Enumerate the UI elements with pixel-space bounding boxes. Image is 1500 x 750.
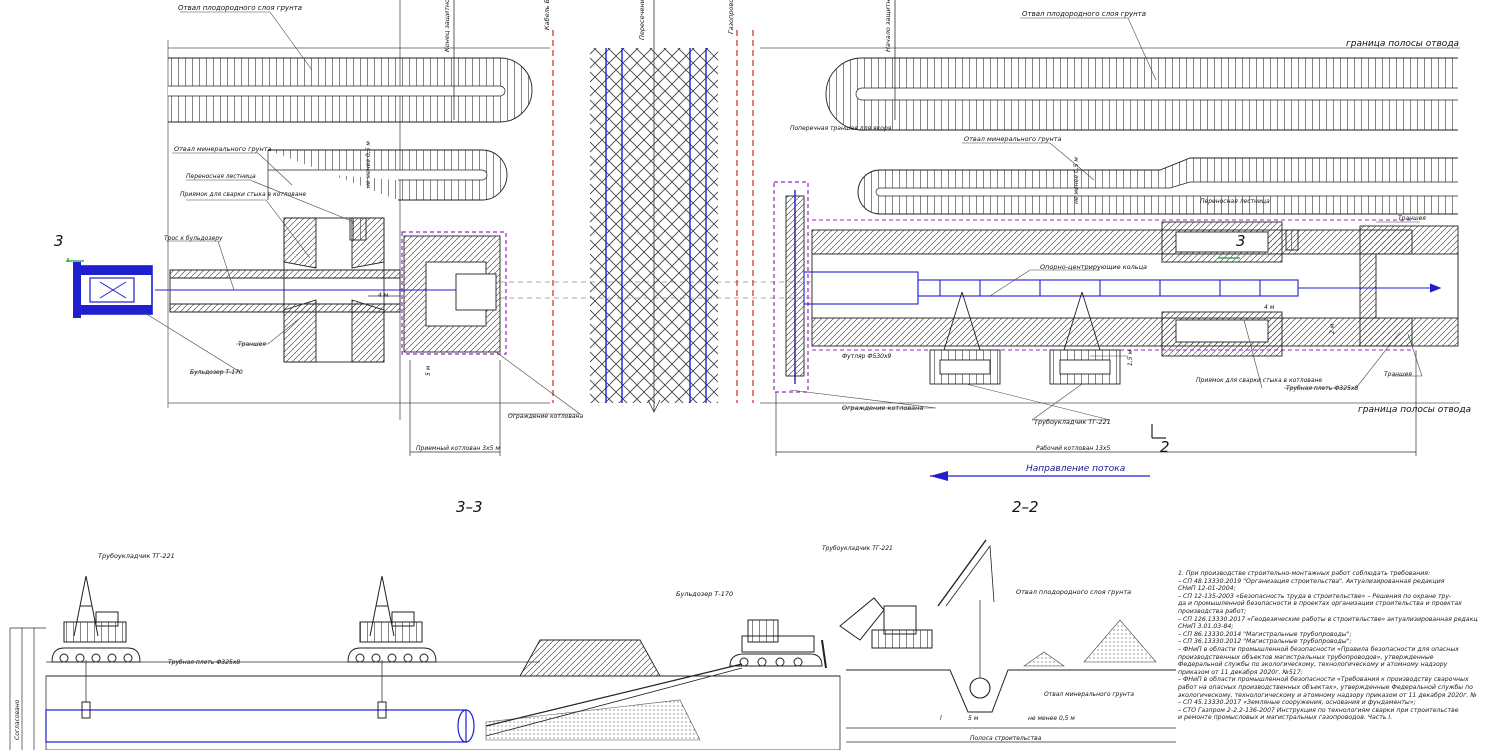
label-pit-fence-left: Ограждение котлована bbox=[508, 413, 583, 420]
note-line: СНиП 3.01.03-84; bbox=[1178, 623, 1234, 631]
label-ladder-right: Переносная лестница bbox=[1200, 198, 1270, 205]
label-crossing: Пересечение bbox=[638, 0, 646, 40]
label-gas-pipe: Газопровод bbox=[727, 0, 735, 34]
label-bulldozer-plan: Бульдозер Т-170 bbox=[190, 369, 243, 376]
label-pit-weld-left: Приямок для сварки стыка в котловане bbox=[180, 191, 306, 198]
topsoil-dump-left bbox=[168, 57, 533, 123]
label-pipe-string-33: Трубная плеть Ф325х8 bbox=[168, 659, 240, 666]
label-mark-3-left: 3 bbox=[54, 232, 64, 250]
note-line: – СП 48.13330.2019 "Организация строител… bbox=[1178, 577, 1445, 585]
mineral-dump-right bbox=[857, 157, 1458, 215]
label-pit-fence-right: Ограждение котлована bbox=[842, 404, 923, 412]
label-ladder-left: Переносная лестница bbox=[186, 173, 256, 180]
label-trench-right-bottom: Траншея bbox=[1384, 371, 1412, 378]
text-labels: Отвал плодородного слоя грунта Отвал пло… bbox=[14, 0, 1471, 742]
note-line: работ на опасных производственных объект… bbox=[1178, 683, 1473, 691]
protect-lines bbox=[453, 0, 896, 120]
working-pit bbox=[773, 181, 809, 393]
label-topsoil-right: Отвал плодородного слоя грунта bbox=[1022, 10, 1146, 18]
receiving-pit bbox=[401, 231, 507, 355]
section-markers bbox=[66, 257, 1240, 439]
note-line: да и промышленной безопасности в проекта… bbox=[1178, 600, 1462, 608]
note-line: и ремонте промысловых и магистральных га… bbox=[1178, 714, 1393, 722]
label-dim-5m-left: 5 м bbox=[425, 365, 432, 376]
note-line: – СП 12-135-2003 «Безопасность труда в с… bbox=[1178, 592, 1452, 600]
label-dim-4m-right: 4 м bbox=[1264, 304, 1275, 311]
label-pit-weld-right: Приямок для сварки стыка в котловане bbox=[1196, 377, 1322, 384]
right-trench bbox=[811, 219, 1459, 357]
label-pipe-string-plan: Трубная плеть Ф325х8 bbox=[1286, 385, 1358, 392]
casing-plan bbox=[803, 271, 1442, 305]
label-row-top: граница полосы отвода bbox=[1346, 39, 1459, 49]
note-line: – ФНиП в области промышленной безопаснос… bbox=[1178, 645, 1459, 653]
label-mark-3-right: 3 bbox=[1236, 232, 1246, 250]
note-line: 1. При производстве строительно-монтажны… bbox=[1178, 570, 1431, 577]
label-not-less-22: не менее 0,5 м bbox=[1028, 715, 1075, 722]
leaders bbox=[139, 11, 1423, 421]
label-side-strip: Согласовано bbox=[14, 699, 21, 740]
left-stamp bbox=[9, 627, 46, 750]
section-22-profile bbox=[839, 539, 1176, 743]
label-row-bottom: граница полосы отвода bbox=[1358, 405, 1471, 415]
label-flow-direction: Направление потока bbox=[1026, 464, 1125, 474]
label-pipelayer-plan: Трубоукладчик ТГ-221 bbox=[1034, 418, 1111, 426]
note-line: – ФНиП в области промышленной безопаснос… bbox=[1178, 676, 1469, 684]
crossing-zone bbox=[590, 0, 718, 413]
note-line: – СП 86.13330.2014 "Магистральные трубоп… bbox=[1178, 630, 1352, 638]
label-cable-dozer: Трос к бульдозеру bbox=[164, 235, 223, 242]
label-trench-left: Траншея bbox=[238, 341, 266, 348]
note-line: – СП 36.13330.2012 "Магистральные трубоп… bbox=[1178, 638, 1352, 646]
pipelayer-side-icon bbox=[51, 575, 437, 663]
general-notes: 1. При производстве строительно-монтажны… bbox=[1178, 570, 1478, 750]
note-line: СНиП 12-01-2004; bbox=[1178, 585, 1236, 593]
label-dim-4m-left: 4 м bbox=[378, 292, 389, 299]
label-construction-strip: Полоса строительства bbox=[970, 735, 1042, 742]
label-pipelayer-33: Трубоукладчик ТГ-221 bbox=[98, 552, 175, 560]
mineral-dump-left bbox=[267, 149, 508, 201]
note-line: – СТО Газпром 2-2.2-136-2007 Инструкция … bbox=[1178, 706, 1459, 714]
utility-lines bbox=[552, 30, 754, 403]
label-topsoil-22: Отвал плодородного слоя грунта bbox=[1016, 588, 1131, 596]
label-bulldozer-33: Бульдозер Т-170 bbox=[676, 590, 733, 598]
bulldozer-side-icon bbox=[729, 619, 827, 669]
label-dim-l-22: l bbox=[940, 715, 942, 722]
pipelayer-plan-icons bbox=[929, 291, 1121, 385]
label-start-protect: Начало защитного bbox=[884, 0, 892, 52]
note-line: – СП 45.13330.2017 «Земляные сооружения,… bbox=[1178, 699, 1416, 707]
label-pipelayer-22: Трубоукладчик ТГ-221 bbox=[822, 545, 893, 552]
label-dim-15m: 1,5 м bbox=[1127, 350, 1134, 366]
label-dim-not-less-plan-right: не менее 0,5 м bbox=[1073, 157, 1080, 204]
note-line: – СП 126.13330.2017 «Геодезические работ… bbox=[1178, 615, 1478, 623]
label-cable: Кабель ВОЛС bbox=[543, 0, 551, 30]
label-mark-2: 2 bbox=[1160, 438, 1170, 456]
label-dim-not-less-plan-left: не менее 0,5 м bbox=[365, 141, 372, 188]
label-trench-right-top: Траншея bbox=[1398, 215, 1426, 222]
note-line: Федеральной службы по экологическому, те… bbox=[1178, 661, 1448, 669]
label-casing: Футляр Ф530х9 bbox=[842, 353, 892, 360]
label-mineral-left: Отвал минерального грунта bbox=[174, 145, 272, 153]
label-dim-5m-22: 5 м bbox=[968, 715, 979, 722]
label-dim-2m: 2 м bbox=[1329, 323, 1336, 334]
topsoil-dump-right bbox=[825, 57, 1458, 131]
note-line: экологическому, технологическому и атомн… bbox=[1178, 691, 1478, 699]
bulldozer-plan-icon bbox=[73, 262, 153, 318]
label-mineral-22: Отвал минерального грунта bbox=[1044, 691, 1134, 698]
note-line: приказом от 11 декабря 2020г. №517; bbox=[1178, 668, 1303, 676]
label-centering-rings: Опорно-центрирующие кольца bbox=[1040, 263, 1147, 271]
label-section-33: 3–3 bbox=[456, 498, 483, 516]
dimensions bbox=[368, 295, 1417, 481]
label-topsoil-left: Отвал плодородного слоя грунта bbox=[178, 4, 302, 12]
label-receiving-pit: Приемный котлован 3х5 м bbox=[416, 445, 500, 452]
label-end-protect: Конец защитного bbox=[443, 0, 451, 52]
section-33-profile bbox=[45, 639, 841, 750]
label-section-22: 2–2 bbox=[1012, 498, 1039, 516]
label-working-pit: Рабочий котлован 13х5 bbox=[1036, 445, 1110, 452]
note-line: производственных объектов магистральных … bbox=[1178, 653, 1434, 661]
note-line: производства работ; bbox=[1178, 607, 1247, 615]
label-mineral-right: Отвал минерального грунта bbox=[964, 135, 1062, 143]
label-cross-trench: Поперечная траншея для якоря bbox=[790, 125, 892, 132]
